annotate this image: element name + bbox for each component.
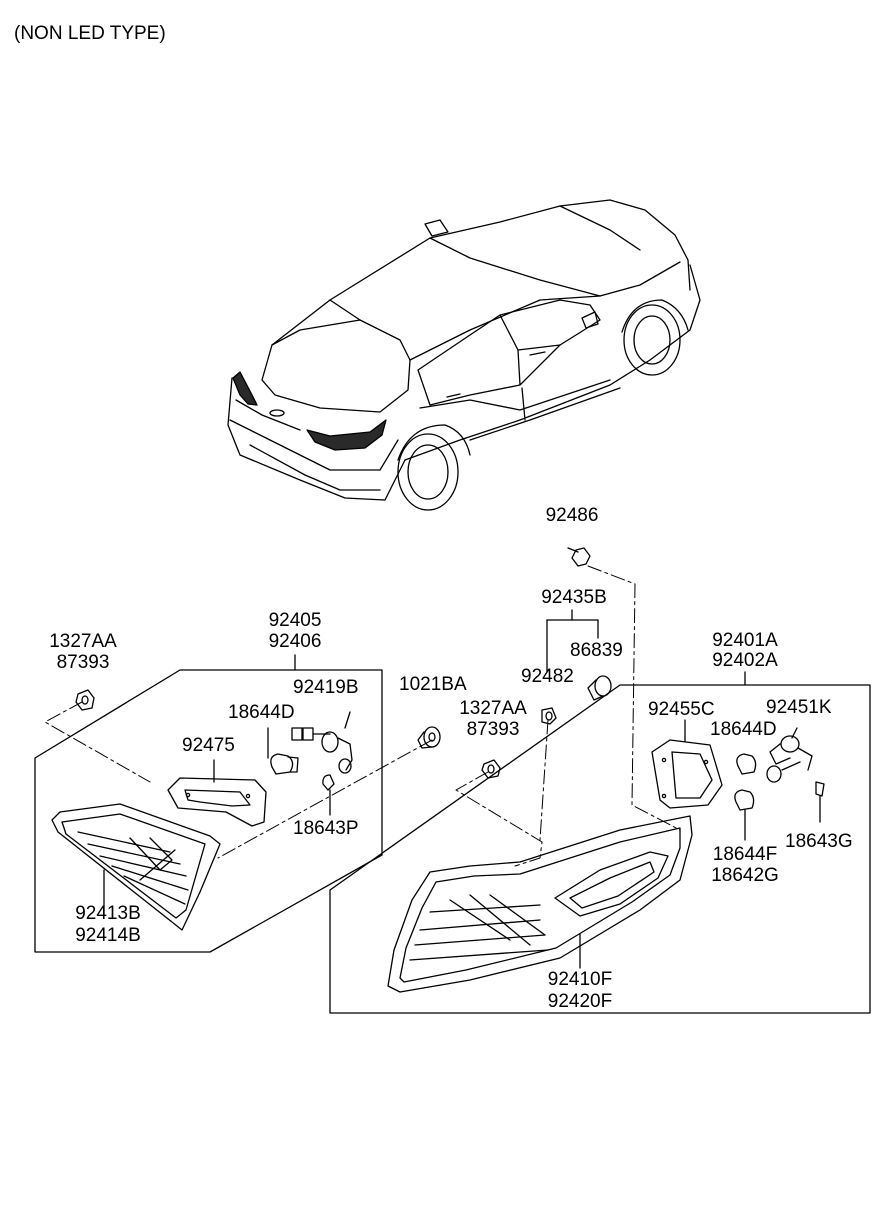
label-92455c: 92455C [648, 699, 715, 720]
label-87393-mid: 87393 [466, 719, 520, 740]
label-92405: 92405 [268, 610, 322, 631]
label-87393-left: 87393 [56, 652, 110, 673]
nut-1327aa-mid [481, 759, 501, 779]
label-92401a: 92401A [712, 630, 778, 651]
label-92406: 92406 [268, 631, 322, 652]
label-18643p: 18643P [293, 818, 359, 839]
label-1327aa-left: 1327AA [49, 631, 117, 652]
outer-lamp-92410f [387, 815, 693, 993]
socket-92451k [766, 727, 813, 783]
gasket-92455c [651, 719, 723, 809]
car-illustration [227, 199, 701, 511]
label-1327aa-mid: 1327AA [459, 698, 527, 719]
label-92414b: 92414B [75, 925, 141, 946]
bolt-1021ba [417, 726, 441, 749]
bulb-18644f [734, 789, 755, 841]
outer-lamp-box [329, 671, 871, 1014]
label-18644f: 18644F [712, 844, 778, 865]
grommet-86839 [587, 675, 612, 701]
nut-1327aa-left [75, 689, 95, 711]
nut-92482 [541, 707, 557, 725]
label-18644d-right: 18644D [710, 719, 777, 740]
dashed-leaders [44, 565, 681, 867]
bulb-18643p [322, 774, 335, 816]
bulb-18643g [815, 781, 825, 823]
label-92410f: 92410F [547, 969, 613, 990]
inner-lamp-92413b [51, 803, 221, 931]
label-92419b: 92419B [293, 677, 359, 698]
label-92451k: 92451K [766, 697, 832, 718]
label-92402a: 92402A [712, 650, 778, 671]
label-1021ba: 1021BA [399, 674, 467, 695]
label-18643g: 18643G [785, 831, 853, 852]
inner-lamp-box [34, 654, 383, 953]
label-92475: 92475 [182, 735, 235, 756]
label-92420f: 92420F [547, 991, 613, 1012]
label-92413b: 92413B [75, 903, 141, 924]
label-86839: 86839 [570, 640, 623, 661]
bulb-18644d-left [267, 727, 299, 775]
gasket-92475 [167, 759, 267, 827]
label-18642g: 18642G [711, 865, 779, 886]
bulb-18644d-right [736, 753, 757, 775]
label-92435b: 92435B [541, 587, 607, 608]
diagram-title: (NON LED TYPE) [14, 23, 166, 44]
socket-wiring-92419b [291, 711, 353, 774]
screw-92486 [567, 547, 591, 567]
label-18644d-left: 18644D [228, 702, 295, 723]
label-92486: 92486 [545, 505, 599, 526]
label-92482: 92482 [521, 666, 574, 687]
leader-92435b [546, 609, 599, 673]
